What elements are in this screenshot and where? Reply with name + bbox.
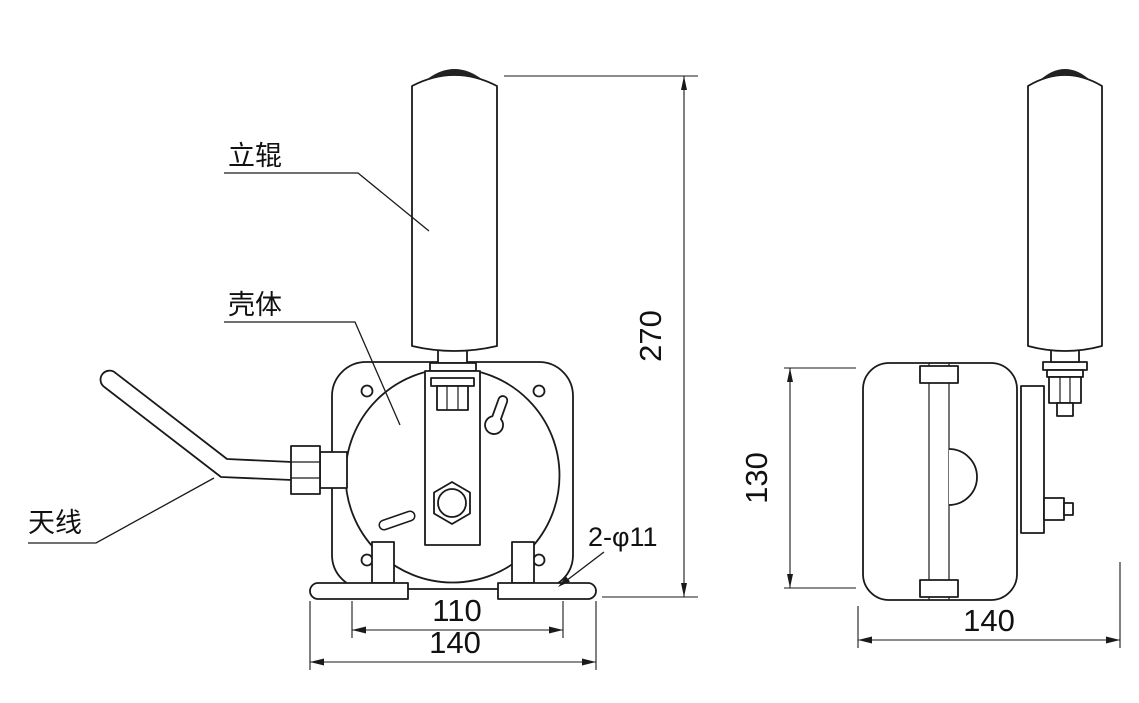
arrow-left (858, 636, 872, 644)
foot-right-base (497, 582, 597, 600)
side-roller-flange (1042, 361, 1088, 371)
dim-housing-height: 130 (739, 367, 856, 589)
side-mount-plate (1020, 385, 1045, 534)
side-roller-body (1027, 74, 1103, 352)
center-bolt-circle (437, 488, 467, 518)
arrow-up (681, 76, 687, 90)
leader-arrow (558, 576, 570, 587)
dim-overall-height: 270 (504, 75, 698, 598)
arrow-up (787, 368, 793, 382)
dim-110-text: 110 (432, 593, 481, 628)
side-lower-bolt-shaft (1063, 502, 1074, 516)
arrow-left (352, 626, 366, 634)
gland-nut (290, 445, 321, 495)
dim-foot-hole-spacing: 110 (351, 593, 564, 638)
arrow-right (582, 658, 596, 666)
foot-left-base (309, 582, 409, 600)
leader-line (28, 477, 215, 544)
side-lower-bolt-head (1043, 497, 1065, 521)
side-bracket-assembly (1020, 347, 1088, 534)
housing-label: 壳体 (228, 290, 282, 320)
foot-right (497, 541, 597, 600)
dim-140-side-text: 140 (963, 603, 1015, 638)
flange-hole-bottom-right (532, 553, 546, 567)
top-washer (430, 377, 475, 387)
drain-slot (378, 510, 416, 531)
vertical-roller-body (411, 74, 498, 352)
label-housing: 壳体 (224, 290, 401, 426)
foot-left (309, 541, 409, 600)
side-view: 130 140 (739, 69, 1121, 648)
flange-hole-top-left (360, 384, 374, 398)
side-roller-top-cap (1040, 69, 1090, 80)
arrow-down (787, 574, 793, 588)
drain-slot-inner (380, 512, 414, 529)
arrow-right (1106, 636, 1120, 644)
dim-side-width: 140 (857, 562, 1121, 648)
dim-foot-span: 140 (309, 601, 597, 670)
top-nut (436, 385, 469, 411)
foot-left-plate (371, 541, 395, 584)
side-roller-nut (1048, 376, 1082, 404)
side-roller-washer (1046, 369, 1084, 378)
side-strip-top-tab (919, 365, 959, 384)
roller-stem-flange (429, 362, 477, 372)
side-housing-body (862, 362, 1018, 601)
arrow-right (549, 626, 563, 634)
side-lower-stem (1056, 402, 1074, 417)
bracket-plate (424, 370, 481, 546)
roller-top-cap (426, 69, 483, 80)
antenna-rod (99, 369, 293, 481)
flange-hole-bottom-left (360, 553, 374, 567)
cable-gland (290, 445, 348, 495)
annotation-mounting-holes: 2-φ11 (558, 522, 658, 587)
flange-hole-top-right (532, 384, 546, 398)
leader-line (224, 172, 430, 232)
antenna-label: 天线 (28, 508, 82, 538)
gland-body (319, 451, 348, 489)
side-strip-bottom-tab (919, 579, 959, 598)
leader-line (561, 551, 605, 585)
mounting-holes-text: 2-φ11 (588, 522, 658, 552)
label-antenna: 天线 (28, 477, 215, 544)
leader-line (224, 321, 401, 426)
label-vertical-roller: 立辊 (224, 141, 430, 232)
vertical-roller-label: 立辊 (228, 141, 282, 171)
dim-140-front-text: 140 (429, 625, 481, 660)
arrow-down (681, 583, 687, 597)
arrow-left (310, 658, 324, 666)
dim-270-text: 270 (633, 310, 668, 362)
front-view: 270 110 140 立辊 壳体 (28, 69, 698, 670)
keyhole-slot (484, 395, 509, 435)
foot-right-plate (511, 541, 535, 584)
dim-130-text: 130 (739, 452, 774, 504)
side-shaft-boss (948, 448, 978, 506)
